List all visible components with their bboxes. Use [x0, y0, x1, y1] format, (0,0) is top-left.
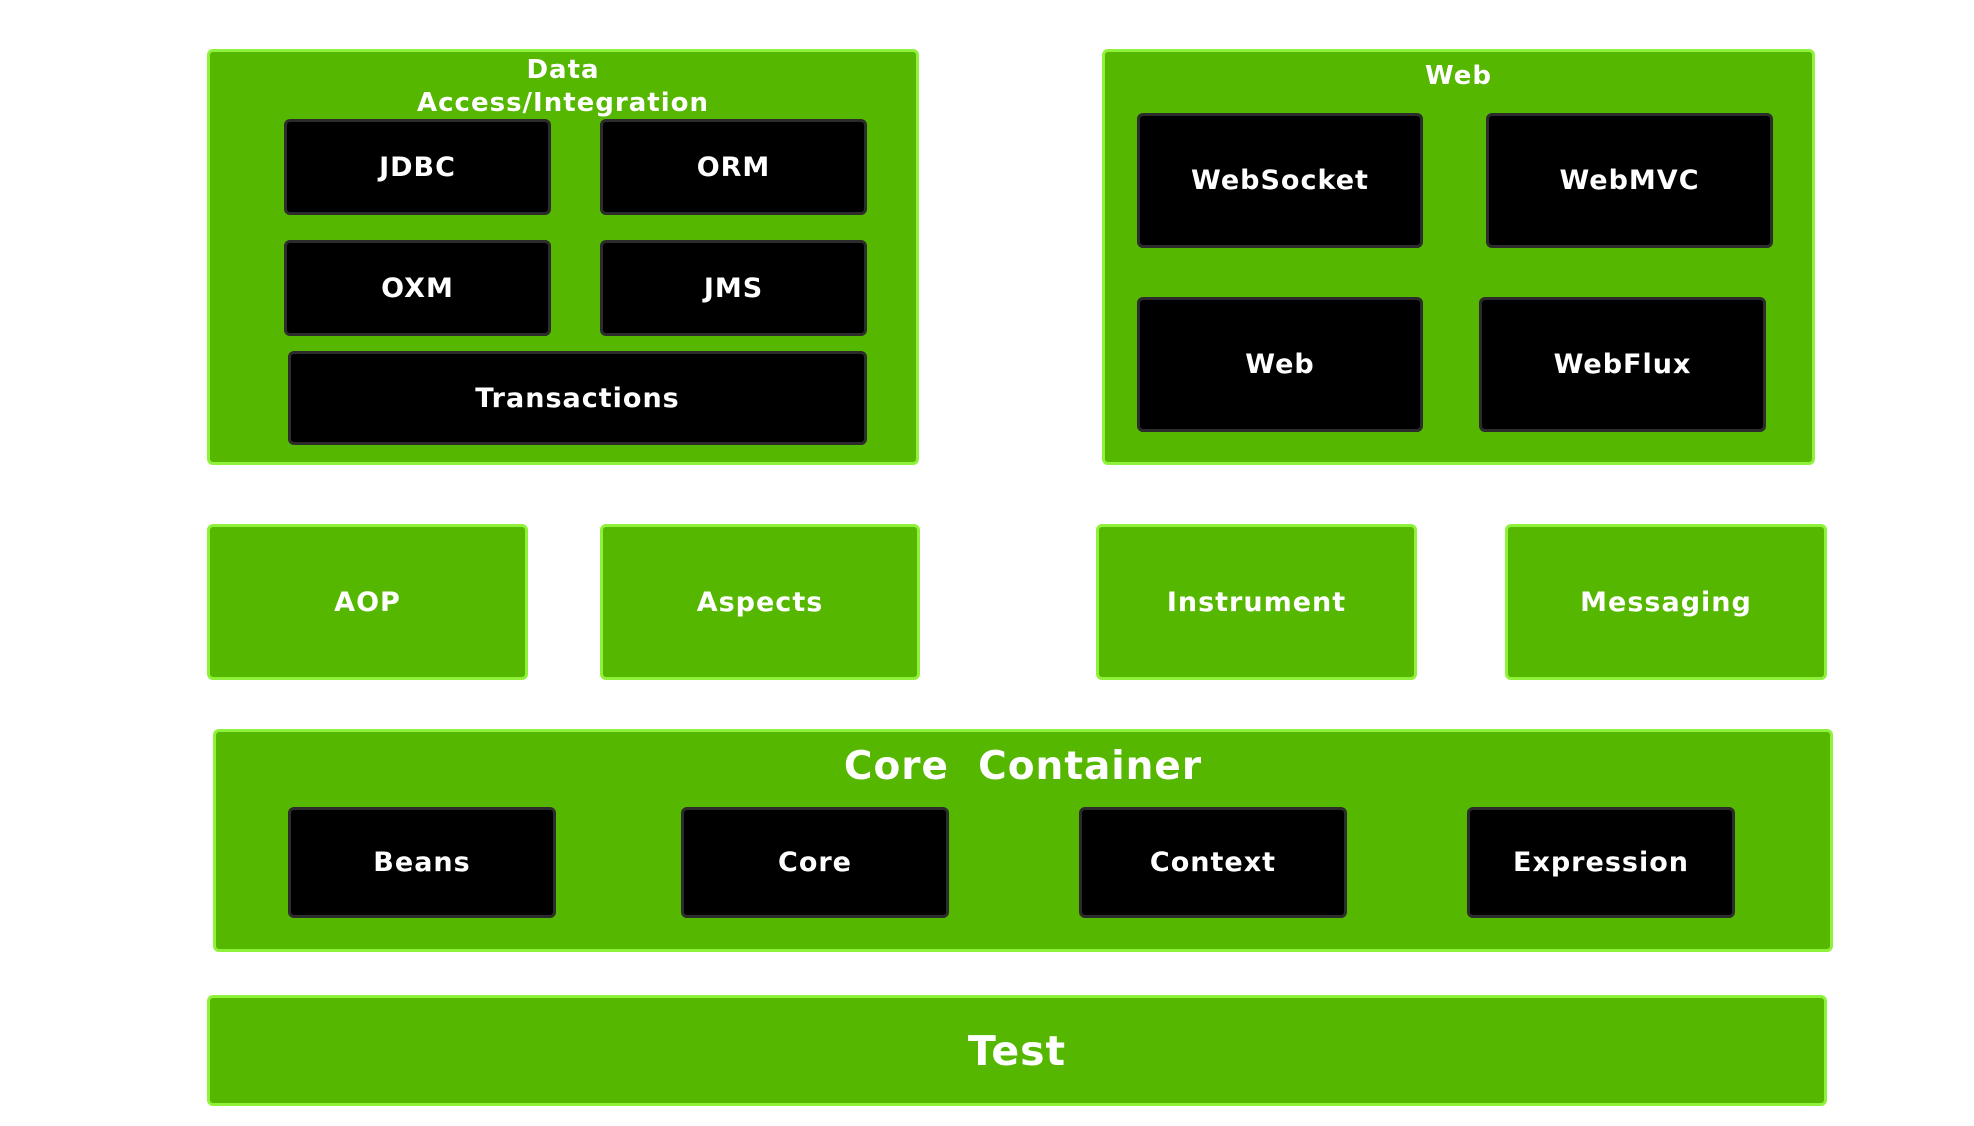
oxm-module: OXM — [284, 240, 551, 336]
transactions-module: Transactions — [288, 351, 867, 445]
orm-module: ORM — [600, 119, 867, 215]
data-access-integration-title: Data Access/Integration — [417, 55, 709, 118]
instrument-module: Instrument — [1096, 524, 1417, 680]
jms-module: JMS — [600, 240, 867, 336]
context-module: Context — [1079, 807, 1347, 918]
jdbc-module: JDBC — [284, 119, 551, 215]
messaging-module: Messaging — [1505, 524, 1827, 680]
webmvc-module: WebMVC — [1486, 113, 1773, 248]
core-container-title: Core Container — [843, 744, 1203, 789]
aspects-module: Aspects — [600, 524, 920, 680]
web-module: Web — [1137, 297, 1423, 432]
aop-module: AOP — [207, 524, 528, 680]
beans-module: Beans — [288, 807, 556, 918]
core-module: Core — [681, 807, 949, 918]
test-module: Test — [207, 995, 1827, 1106]
expression-module: Expression — [1467, 807, 1735, 918]
websocket-module: WebSocket — [1137, 113, 1423, 248]
web-panel-title: Web — [1425, 61, 1492, 91]
webflux-module: WebFlux — [1479, 297, 1766, 432]
